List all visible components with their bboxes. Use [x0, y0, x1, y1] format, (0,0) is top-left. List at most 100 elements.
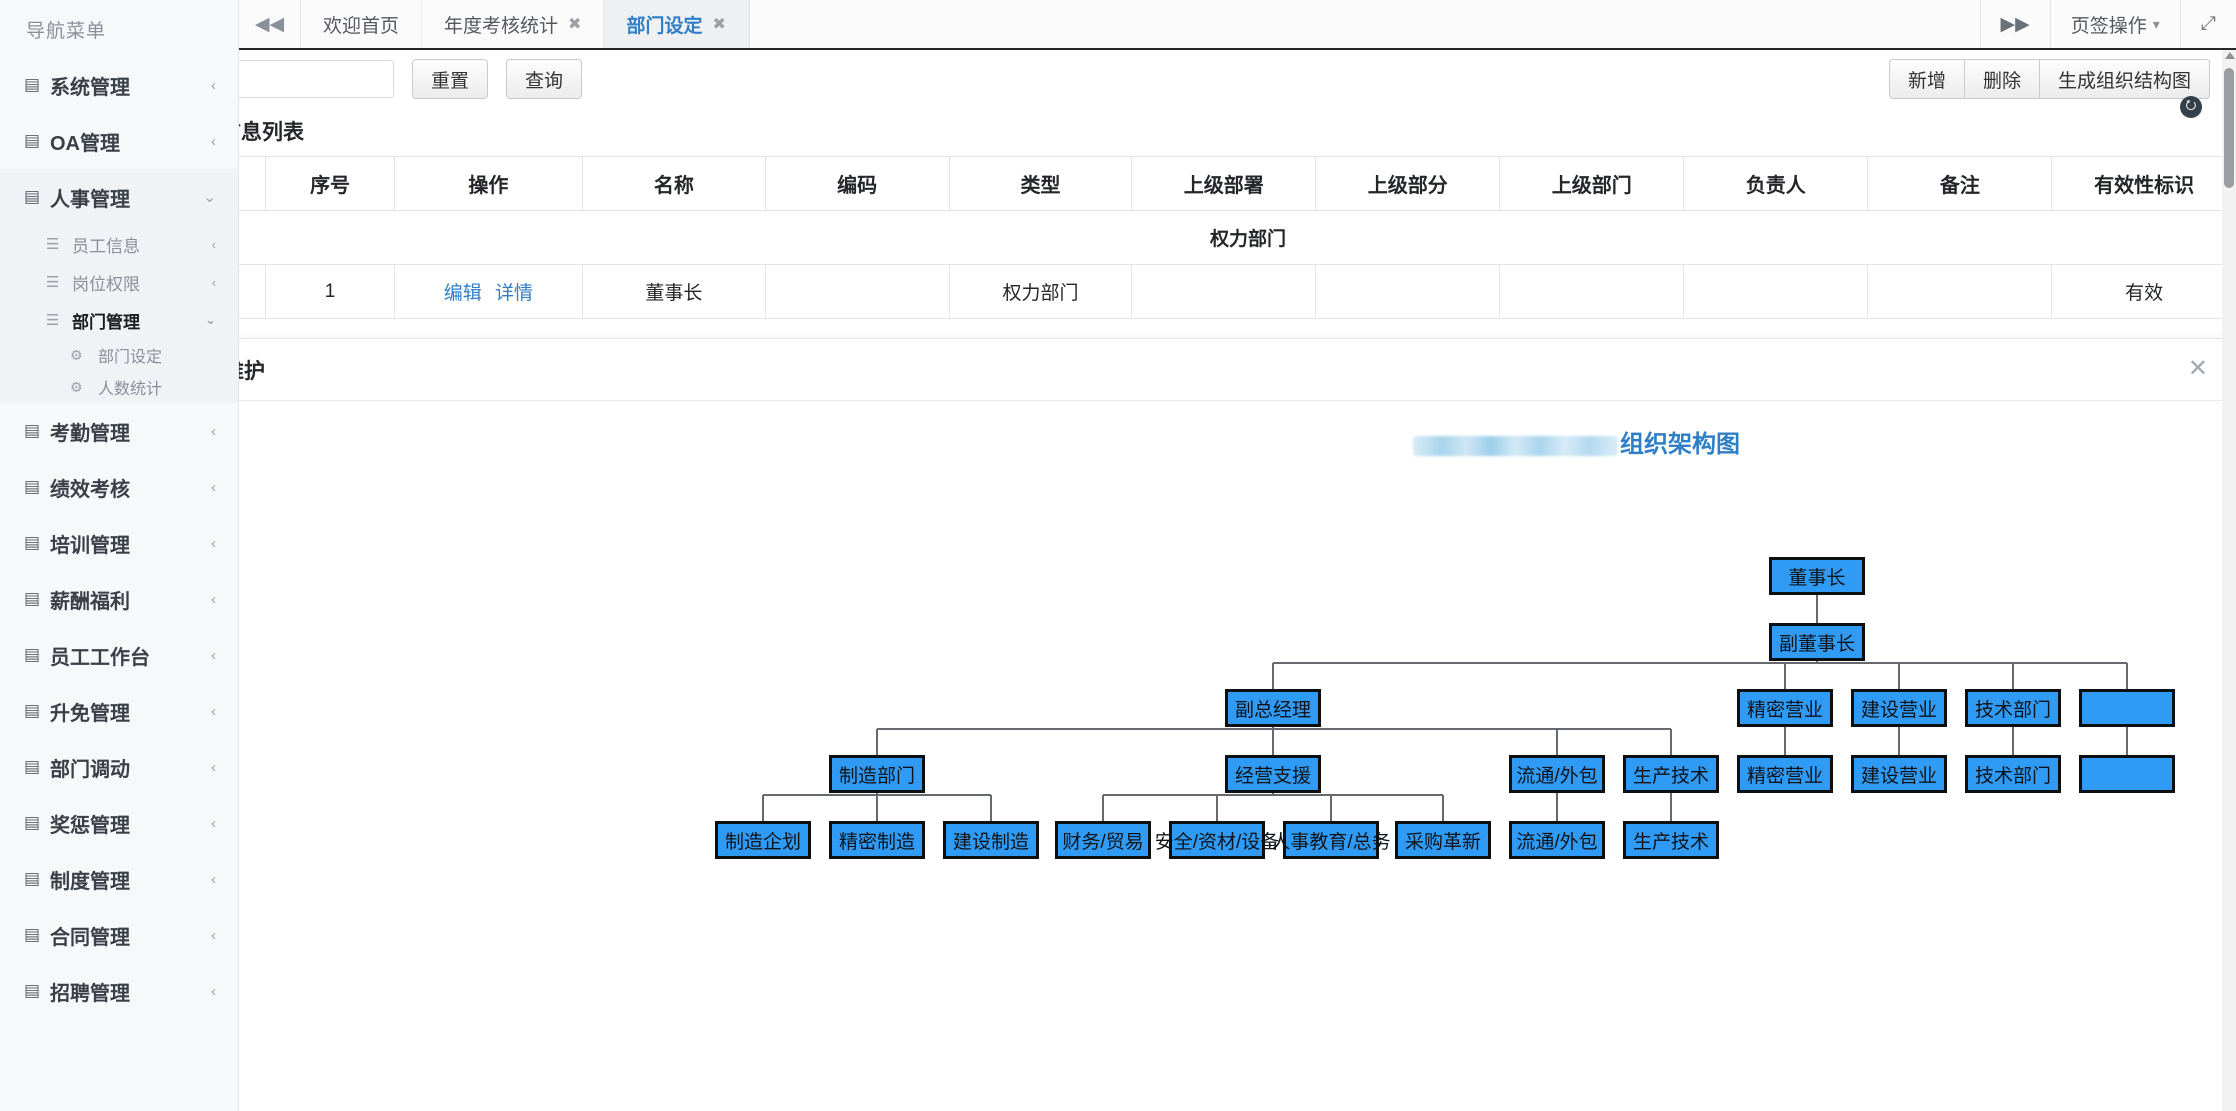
sidebar-nav-bottom: ▤考勤管理‹▤绩效考核‹▤培训管理‹▤薪酬福利‹▤员工工作台‹▤升免管理‹▤部门… [0, 403, 238, 1019]
sidebar-subitem-0[interactable]: ☰员工信息‹ [0, 225, 238, 263]
org-node-label: 精密营业 [1746, 699, 1823, 721]
sidebar-leafitem-0[interactable]: ⚙部门设定 [0, 339, 238, 371]
org-node-n11[interactable]: 生产技术 [1623, 755, 1719, 793]
org-node-n22[interactable]: 采购革新 [1395, 821, 1491, 859]
tab-close-icon[interactable]: ✖ [568, 16, 582, 33]
org-node-n8[interactable]: 制造部门 [829, 755, 925, 793]
vertical-scrollbar[interactable] [2222, 50, 2236, 1111]
tab-bar-spacer [748, 0, 1980, 48]
add-button[interactable]: 新增 [1888, 59, 1965, 99]
sidebar-subitem-label: 员工信息 [72, 236, 140, 256]
sidebar-item-bot-10[interactable]: ▤招聘管理‹ [0, 963, 238, 1019]
sidebar-item-bot-6[interactable]: ▤部门调动‹ [0, 739, 238, 795]
sidebar-item-bot-7[interactable]: ▤奖惩管理‹ [0, 795, 238, 851]
org-node-n7[interactable] [2079, 689, 2175, 727]
op-link[interactable]: 详情 [495, 283, 534, 304]
org-node-label: 董事长 [1788, 567, 1846, 589]
org-node-n3[interactable]: 副总经理 [1225, 689, 1321, 727]
org-node-n4[interactable]: 精密营业 [1737, 689, 1833, 727]
sidebar-item-bot-9[interactable]: ▤合同管理‹ [0, 907, 238, 963]
sidebar-item-bot-3[interactable]: ▤薪酬福利‹ [0, 571, 238, 627]
book-icon: ▤ [24, 701, 41, 720]
book-icon: ▤ [24, 869, 41, 888]
org-node-n17[interactable]: 精密制造 [829, 821, 925, 859]
search-input[interactable] [239, 60, 395, 98]
tab-ops-dropdown[interactable]: 页签操作 ▾ [2049, 0, 2180, 48]
reset-button[interactable]: 重置 [412, 59, 489, 99]
book-icon: ▤ [24, 589, 41, 608]
org-chart-title-suffix: 组织架构图 [1620, 431, 1740, 458]
sidebar-item-bot-5[interactable]: ▤升免管理‹ [0, 683, 238, 739]
book-icon: ▤ [24, 75, 41, 94]
close-icon[interactable]: ✕ [2187, 355, 2208, 382]
org-node-n14[interactable]: 技术部门 [1965, 755, 2061, 793]
org-node-n6[interactable]: 技术部门 [1965, 689, 2061, 727]
org-node-n24[interactable]: 生产技术 [1623, 821, 1719, 859]
sidebar-item-label: 考勤管理 [50, 422, 130, 445]
op-link[interactable]: 编辑 [443, 283, 482, 304]
sidebar-item-top-1[interactable]: ▤OA管理‹ [0, 113, 238, 169]
sidebar-item-bot-0[interactable]: ▤考勤管理‹ [0, 403, 238, 459]
org-node-n5[interactable]: 建设营业 [1851, 689, 1947, 727]
scrollbar-thumb[interactable] [2224, 68, 2234, 188]
chevron-icon: ‹ [211, 814, 216, 832]
sidebar-leaf-list: ⚙部门设定⚙人数统计 [0, 339, 238, 403]
table-col-header-4: 编码 [765, 156, 950, 211]
org-node-n12[interactable]: 精密营业 [1737, 755, 1833, 793]
action-button-group: 新增 删除 生成组织结构图 [1888, 59, 2210, 99]
org-node-label: 制造部门 [838, 765, 915, 787]
row-checkbox[interactable] [239, 264, 267, 319]
chevron-icon: ‹ [211, 702, 216, 720]
fullscreen-icon[interactable]: ⤢ [2179, 0, 2236, 48]
sidebar-item-label: 薪酬福利 [50, 590, 130, 613]
book-icon: ▤ [24, 187, 41, 206]
tab-close-icon[interactable]: ✖ [712, 16, 726, 33]
sidebar-item-bot-2[interactable]: ▤培训管理‹ [0, 515, 238, 571]
chevron-icon: ‹ [211, 926, 216, 944]
chevron-icon: ⌄ [203, 189, 216, 206]
scroll-up-arrow-icon[interactable] [2225, 52, 2235, 59]
query-button[interactable]: 查询 [506, 59, 583, 99]
book-icon: ▤ [24, 533, 41, 552]
org-node-n9[interactable]: 经营支援 [1225, 755, 1321, 793]
cell-seq: 1 [265, 264, 395, 319]
sidebar-item-label: 系统管理 [50, 76, 130, 99]
org-node-n21[interactable]: 人事教育/总务 [1271, 821, 1391, 859]
tab-2[interactable]: 部门设定✖ [604, 0, 749, 48]
table-group-label: 权力部门 [239, 210, 2236, 265]
org-node-label: 生产技术 [1632, 765, 1709, 787]
sidebar-subitem-1[interactable]: ☰岗位权限‹ [0, 263, 238, 301]
org-node-n15[interactable] [2079, 755, 2175, 793]
tab-1[interactable]: 年度考核统计✖ [422, 0, 605, 48]
generate-org-chart-button[interactable]: 生成组织结构图 [2039, 59, 2210, 99]
org-node-n20[interactable]: 安全/资材/设备 [1155, 821, 1279, 859]
org-node-label: 经营支援 [1234, 765, 1311, 787]
sidebar-leafitem-label: 人数统计 [98, 381, 163, 398]
sidebar-item-label: 培训管理 [50, 534, 130, 557]
org-node-n13[interactable]: 建设营业 [1851, 755, 1947, 793]
delete-button[interactable]: 删除 [1964, 59, 2040, 99]
org-node-n2[interactable]: 副董事长 [1769, 623, 1865, 661]
org-node-n19[interactable]: 财务/贸易 [1055, 821, 1151, 859]
org-node-n16[interactable]: 制造企划 [715, 821, 811, 859]
refresh-icon[interactable]: ⭮ [2180, 96, 2202, 118]
tabs-scroll-left-icon[interactable]: ◀◀ [239, 0, 301, 48]
org-node-n10[interactable]: 流通/外包 [1509, 755, 1605, 793]
org-node-n18[interactable]: 建设制造 [943, 821, 1039, 859]
book-icon: ▤ [24, 645, 41, 664]
sidebar-item-top-0[interactable]: ▤系统管理‹ [0, 57, 238, 113]
sidebar-item-bot-4[interactable]: ▤员工工作台‹ [0, 627, 238, 683]
org-node-n23[interactable]: 流通/外包 [1509, 821, 1605, 859]
table-col-header-10: 备注 [1867, 156, 2053, 211]
sidebar-item-top-2[interactable]: ▤人事管理⌄ [0, 169, 238, 225]
sidebar-item-bot-8[interactable]: ▤制度管理‹ [0, 851, 238, 907]
tabs-scroll-right-icon[interactable]: ▶▶ [1979, 0, 2050, 48]
sidebar-item-bot-1[interactable]: ▤绩效考核‹ [0, 459, 238, 515]
sidebar-subitem-2[interactable]: ☰部门管理⌄ [0, 301, 238, 339]
cell-name: 董事长 [582, 264, 766, 319]
org-node-n1[interactable]: 董事长 [1769, 557, 1865, 595]
sidebar-leafitem-1[interactable]: ⚙人数统计 [0, 371, 238, 403]
tab-0[interactable]: 欢迎首页 [301, 0, 423, 48]
